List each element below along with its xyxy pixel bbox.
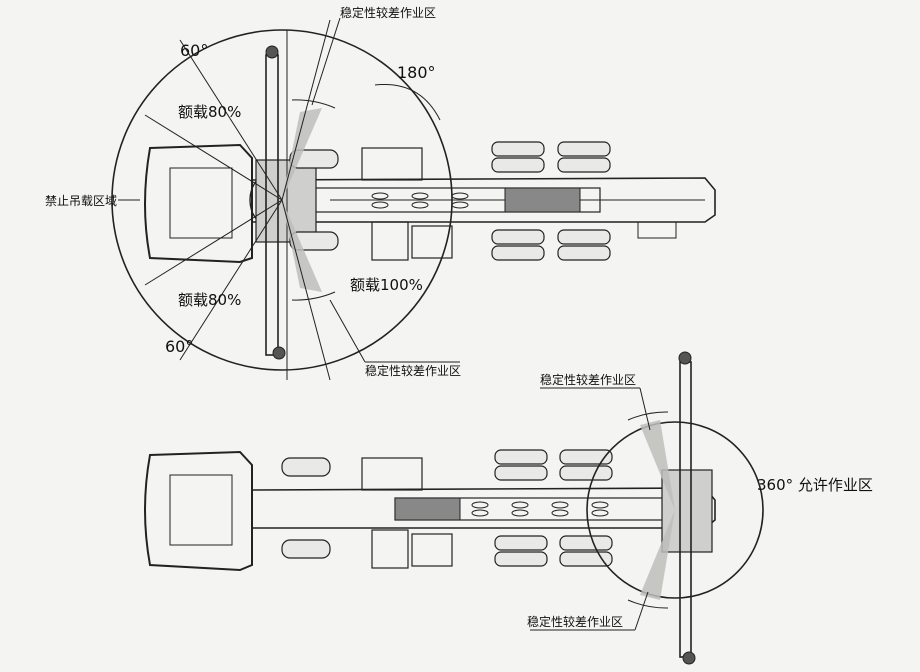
bottom-outrigger-pad-upper [678, 351, 692, 365]
label-angle-60-bottom: 60° [165, 337, 193, 356]
label-bottom-stability-lower: 稳定性较差作业区 [527, 614, 623, 629]
bottom-truck [144, 351, 716, 665]
bottom-cab-window [169, 474, 233, 546]
top-shade-lower [282, 200, 322, 292]
bottom-rear-wheels [494, 449, 613, 567]
top-outrigger-pad-lower [272, 346, 286, 360]
label-angle-60-top: 60° [180, 41, 208, 60]
bottom-chassis [251, 487, 716, 529]
top-work-circle [111, 29, 453, 371]
bottom-boom-head [394, 497, 461, 521]
top-truck [144, 30, 716, 380]
label-top-stability-upper: 稳定性较差作业区 [340, 5, 436, 20]
top-rear-wheels [491, 141, 611, 261]
label-no-lift-zone: 禁止吊载区域 [45, 194, 117, 208]
bottom-work-circle [586, 421, 764, 599]
bottom-shade-upper [640, 420, 675, 510]
bottom-shade-lower [640, 510, 675, 600]
label-angle-180: 180° [397, 63, 436, 82]
label-top-stability-lower: 稳定性较差作业区 [365, 363, 461, 378]
label-load-100: 额载100% [350, 276, 423, 294]
label-work-360: 360° 允许作业区 [757, 476, 873, 494]
top-boom-head [504, 187, 581, 213]
top-outrigger-pad-upper [265, 45, 279, 59]
label-bottom-stability-upper: 稳定性较差作业区 [540, 372, 636, 387]
top-chassis [251, 177, 716, 223]
top-cab-window [169, 167, 233, 239]
top-shade-upper [282, 108, 322, 200]
label-load-80-bottom: 额载80% [178, 291, 241, 309]
bottom-outrigger-pad-lower [682, 651, 696, 665]
label-load-80-top: 额载80% [178, 103, 241, 121]
bottom-cab [144, 450, 253, 572]
top-cab [144, 143, 253, 264]
